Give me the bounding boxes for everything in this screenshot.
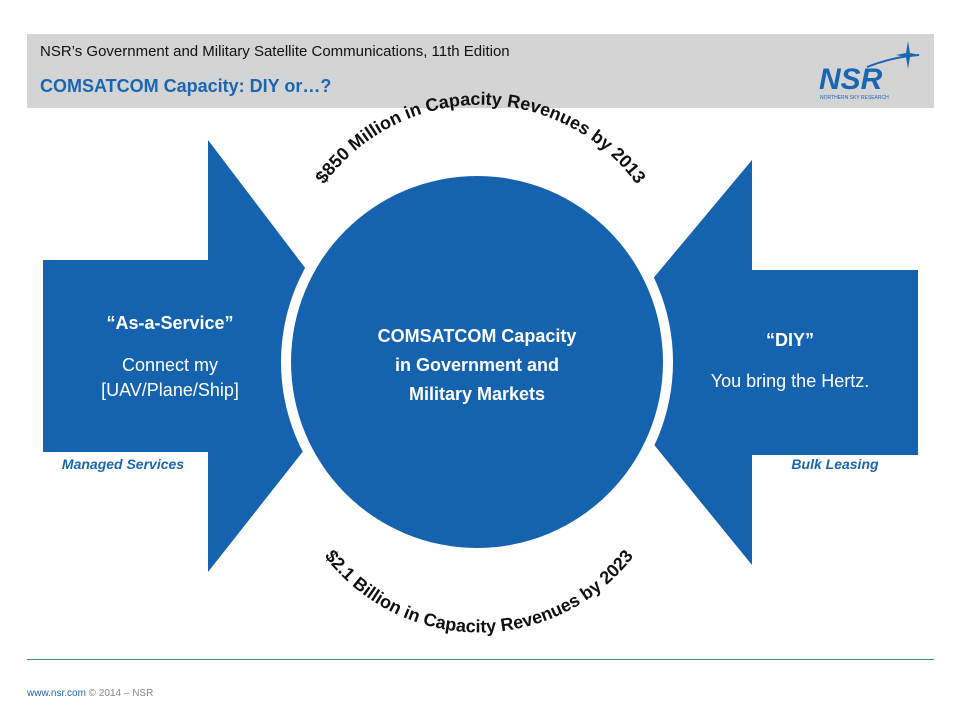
footer-copyright: © 2014 – NSR [85,688,154,699]
footer-link[interactable]: www.nsr.com [27,688,86,699]
logo-tagline: NORTHERN SKY RESEARCH [820,95,889,101]
logo-text: NSR [819,63,883,96]
right-title: “DIY” [765,330,814,350]
right-arrow [585,160,918,565]
left-arrow [43,140,375,572]
report-subtitle: NSR’s Government and Military Satellite … [40,43,510,60]
right-line-1: You bring the Hertz. [710,371,870,391]
center-line-3: Military Markets [408,384,546,404]
footer: www.nsr.com © 2014 – NSR [27,688,153,699]
center-line-1: COMSATCOM Capacity [377,326,577,346]
left-body: Connect my [UAV/Plane/Ship] [60,353,280,403]
left-title: “As-a-Service” [106,313,234,333]
arc-bottom-label: $2.1 Billion in Capacity Revenues by 202… [321,546,637,636]
center-circle [291,176,663,548]
star-icon [866,41,920,69]
center-line-2: in Government and [394,355,560,375]
right-caption: Bulk Leasing [791,456,879,472]
header-bar: NSR’s Government and Military Satellite … [27,34,934,108]
left-caption: Managed Services [61,456,185,472]
footer-rule [27,659,934,660]
left-line-1: Connect my [121,355,219,375]
left-line-2: [UAV/Plane/Ship] [101,380,239,400]
center-label: COMSATCOM Capacity in Government and Mil… [337,322,617,409]
slide-title: COMSATCOM Capacity: DIY or…? [40,76,332,96]
nsr-logo: NSR NORTHERN SKY RESEARCH [819,41,920,101]
